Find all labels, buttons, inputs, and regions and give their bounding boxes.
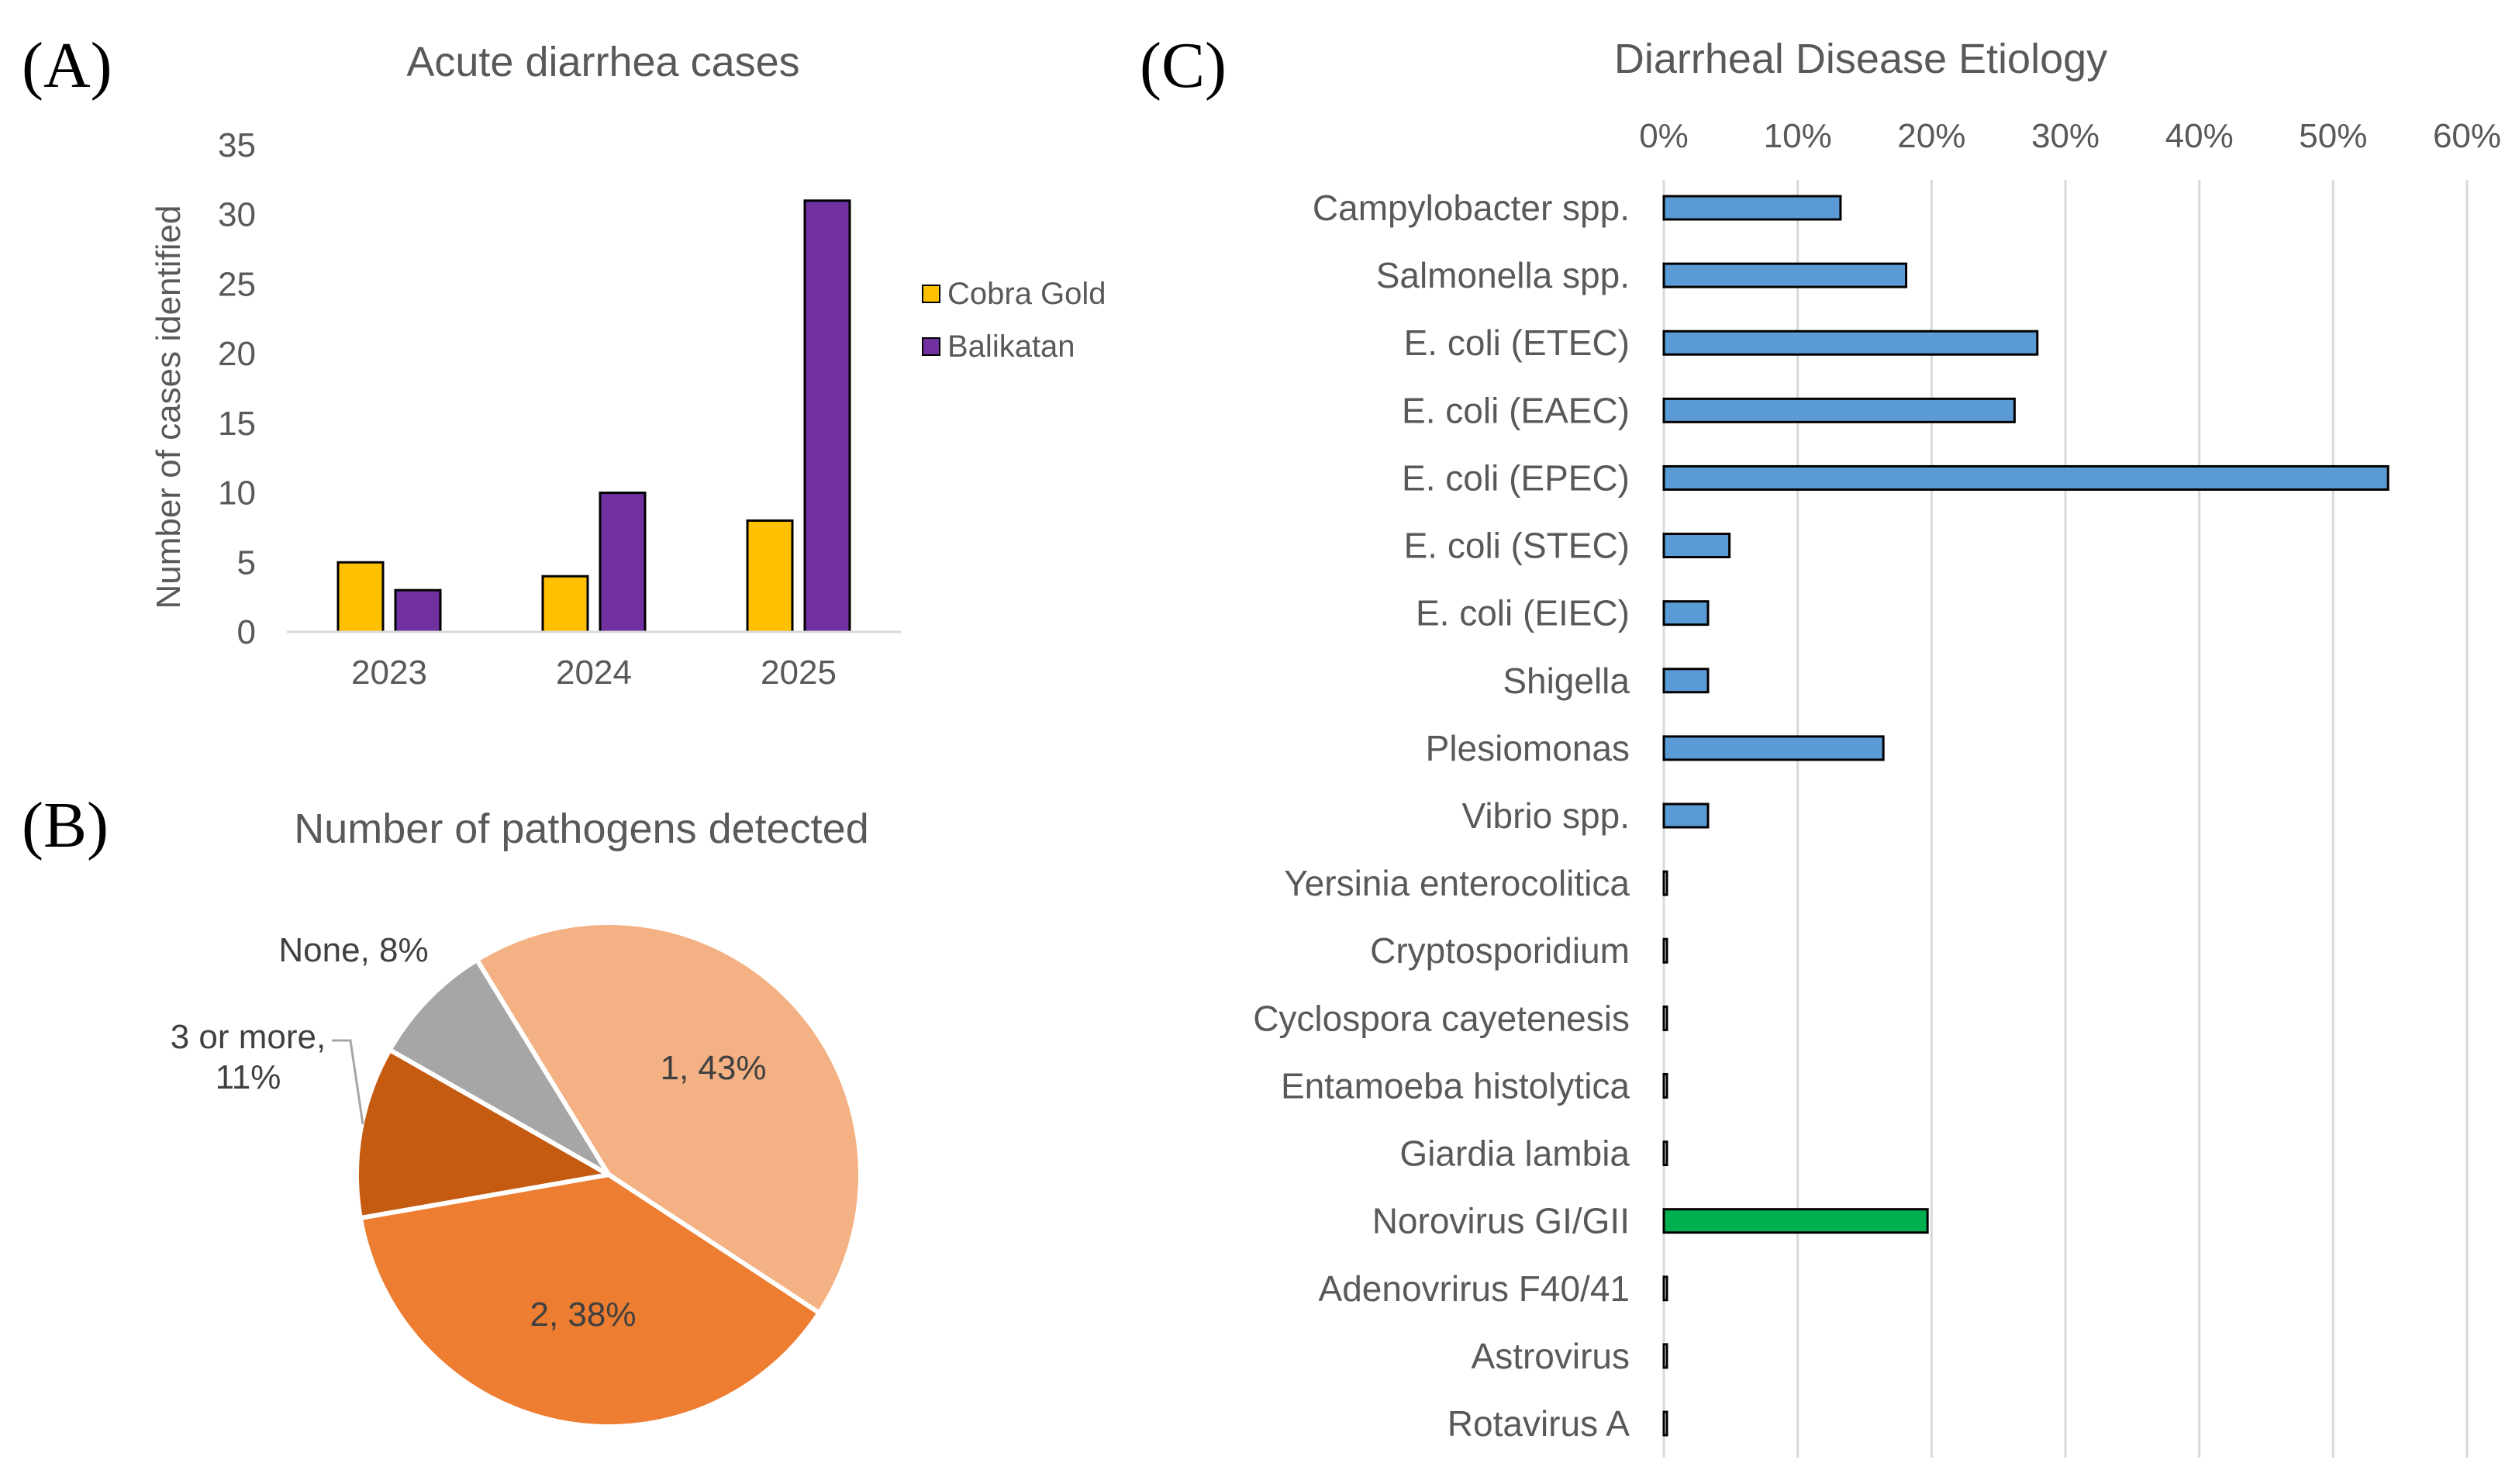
chart-c-category-labels: Campylobacter spp. Salmonella spp. E. coli… bbox=[1253, 188, 1630, 1444]
category-label: Adenovrirus F40/41 bbox=[1319, 1268, 1630, 1309]
x-tick-label: 50% bbox=[2299, 117, 2367, 155]
x-tick-label: 2023 bbox=[351, 654, 427, 692]
category-label: Plesiomonas bbox=[1426, 728, 1630, 768]
chart-b-pie bbox=[354, 920, 863, 1429]
bar-parasite bbox=[1662, 1141, 1668, 1167]
pie-slice-pie-2 bbox=[357, 1172, 823, 1429]
chart-c-title: Diarrheal Disease Etiology bbox=[1614, 36, 2107, 82]
panel-label-a: (A) bbox=[22, 29, 112, 102]
bar-parasite bbox=[1662, 1005, 1668, 1031]
bar-bacteria bbox=[1662, 735, 1885, 761]
category-label: Cyclospora cayetenesis bbox=[1253, 998, 1630, 1038]
bar-bacteria bbox=[1662, 262, 1908, 288]
bar-bacteria bbox=[1662, 533, 1731, 559]
x-tick-label: 2025 bbox=[761, 654, 837, 692]
category-label: Rotavirus A bbox=[1448, 1403, 1630, 1444]
bar-balikatan bbox=[599, 492, 647, 633]
bar-bacteria bbox=[1662, 397, 2016, 423]
bar-cobra-gold bbox=[746, 519, 794, 633]
x-tick-label: 10% bbox=[1764, 117, 1832, 155]
bar-bacteria bbox=[1662, 464, 2390, 491]
bar-bacteria bbox=[1662, 600, 1710, 626]
pie-label-3-or-more-pct: 11% bbox=[216, 1058, 281, 1096]
legend-swatch-cobra-gold bbox=[922, 285, 940, 303]
panel-b: (B) Number of pathogens detected 1, 43% 2… bbox=[22, 789, 869, 1429]
x-tick-label: 40% bbox=[2165, 117, 2234, 155]
bar-balikatan bbox=[394, 588, 442, 633]
category-label: Salmonella spp. bbox=[1376, 255, 1630, 295]
category-label: Vibrio spp. bbox=[1461, 795, 1630, 836]
bar-cobra-gold bbox=[541, 575, 589, 633]
category-label: Cryptosporidium bbox=[1370, 930, 1630, 971]
bar-virus bbox=[1662, 1208, 1929, 1234]
category-label: E. coli (EIEC) bbox=[1416, 593, 1630, 633]
chart-b-title: Number of pathogens detected bbox=[294, 806, 869, 852]
y-tick-label: 10 bbox=[218, 475, 256, 512]
y-tick-label: 35 bbox=[218, 126, 256, 164]
category-label: Shigella bbox=[1503, 661, 1630, 701]
category-label: Yersinia enterocolitica bbox=[1284, 863, 1630, 903]
x-tick-label: 0% bbox=[1639, 117, 1689, 155]
category-label: Norovirus GI/GII bbox=[1372, 1201, 1630, 1241]
chart-b-labels: 1, 43% 2, 38% 3 or more,11% None, 8% bbox=[171, 931, 767, 1334]
panel-a: (A) Acute diarrhea cases Number of cases… bbox=[22, 29, 1106, 692]
x-tick-label: 60% bbox=[2433, 117, 2501, 155]
pie-leader-line bbox=[332, 1039, 364, 1125]
bar-bacteria bbox=[1662, 330, 2039, 356]
pie-label-none: None, 8% bbox=[278, 931, 428, 969]
chart-a-y-ticks: 0 5 10 15 20 25 30 35 bbox=[218, 126, 256, 651]
pie-slice-pie-3 bbox=[354, 1046, 616, 1221]
legend-swatch-balikatan bbox=[922, 337, 940, 356]
x-tick-label: 2024 bbox=[556, 654, 632, 692]
legend-label: Cobra Gold bbox=[947, 277, 1106, 311]
bar-bacteria bbox=[1662, 195, 1842, 221]
bar-bacteria bbox=[1662, 870, 1668, 896]
bar-balikatan bbox=[803, 199, 851, 633]
pie-slice-pie-1 bbox=[473, 920, 863, 1317]
panel-label-b: (B) bbox=[22, 789, 109, 861]
bar-cobra-gold bbox=[336, 561, 385, 633]
bar-parasite bbox=[1662, 1072, 1668, 1099]
chart-a-bars bbox=[336, 199, 851, 633]
y-tick-label: 20 bbox=[218, 335, 256, 373]
legend-label: Balikatan bbox=[947, 330, 1075, 364]
bar-virus bbox=[1662, 1343, 1668, 1369]
x-tick-label: 30% bbox=[2031, 117, 2100, 155]
category-label: E. coli (EAEC) bbox=[1402, 390, 1630, 430]
x-tick-label: 20% bbox=[1897, 117, 1965, 155]
panel-c: (C) Diarrheal Disease Etiology 0% 10% 20% 3… bbox=[1140, 29, 2501, 1458]
bar-virus bbox=[1662, 1275, 1668, 1302]
category-label: Astrovirus bbox=[1472, 1336, 1630, 1376]
chart-a-title: Acute diarrhea cases bbox=[406, 39, 799, 85]
pie-label-1: 1, 43% bbox=[661, 1049, 767, 1087]
category-label: E. coli (EPEC) bbox=[1402, 457, 1630, 498]
bar-parasite bbox=[1662, 937, 1668, 964]
bar-virus bbox=[1662, 1410, 1668, 1437]
pie-label-2: 2, 38% bbox=[530, 1296, 637, 1334]
category-label: Giardia lambia bbox=[1399, 1134, 1630, 1174]
chart-a-ylabel: Number of cases identified bbox=[150, 205, 188, 609]
bar-bacteria bbox=[1662, 668, 1710, 694]
y-tick-label: 5 bbox=[237, 544, 256, 582]
y-tick-label: 15 bbox=[218, 405, 256, 443]
chart-c-bars bbox=[1662, 195, 2390, 1437]
y-tick-label: 0 bbox=[237, 613, 256, 651]
chart-c-gridlines bbox=[1662, 180, 2469, 1458]
panel-label-c: (C) bbox=[1140, 29, 1227, 102]
category-label: Entamoeba histolytica bbox=[1281, 1065, 1630, 1106]
category-label: E. coli (STEC) bbox=[1404, 526, 1630, 566]
y-tick-label: 30 bbox=[218, 196, 256, 234]
category-label: E. coli (ETEC) bbox=[1404, 323, 1630, 363]
category-label: Campylobacter spp. bbox=[1313, 188, 1630, 228]
pie-label-3-or-more: 3 or more, bbox=[171, 1018, 326, 1056]
chart-a-x-ticks: 2023 2024 2025 bbox=[351, 654, 837, 692]
bar-bacteria bbox=[1662, 802, 1710, 829]
pie-slice-pie-none bbox=[386, 956, 611, 1177]
y-tick-label: 25 bbox=[218, 265, 256, 303]
chart-c-x-ticks: 0% 10% 20% 30% 40% 50% 60% bbox=[1639, 117, 2501, 155]
